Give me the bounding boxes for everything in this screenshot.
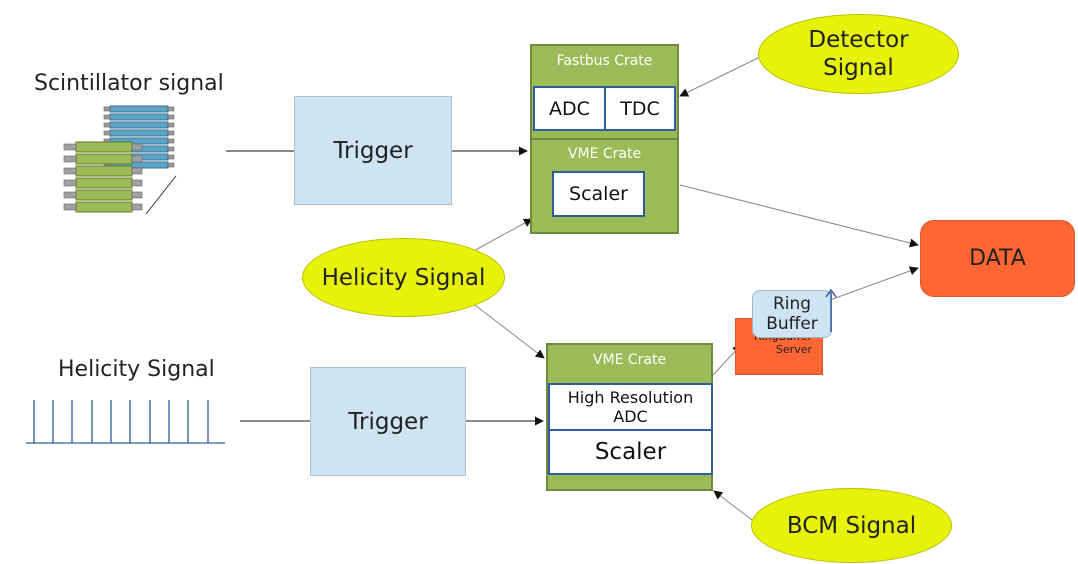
scintillator-paddles-image bbox=[63, 105, 177, 215]
vme-crate-bottom: VME Crate High Resolution ADC Scaler bbox=[546, 343, 713, 491]
vme-crate-bottom-title: VME Crate bbox=[592, 352, 667, 368]
arrow-vme-top-data bbox=[679, 184, 919, 248]
vme-crate-top-title: VME Crate bbox=[567, 146, 642, 162]
fastbus-crate: Fastbus Crate ADC TDC bbox=[530, 44, 679, 140]
scaler-cell-top: Scaler bbox=[552, 171, 645, 217]
helicity-waveform bbox=[26, 400, 225, 444]
ringbuf-line-2: Buffer bbox=[766, 314, 818, 334]
detector-line-1: Detector bbox=[808, 27, 909, 53]
bcm-signal-ellipse: BCM Signal bbox=[751, 488, 952, 563]
helicity-signal-ellipse: Helicity Signal bbox=[302, 238, 505, 317]
trigger-box-top: Trigger bbox=[294, 96, 452, 205]
ring-buffer-up-arrow-icon bbox=[825, 288, 837, 332]
rbserver-line-2: Server bbox=[775, 343, 812, 356]
ring-buffer-box: Ring Buffer bbox=[752, 290, 832, 338]
fastbus-crate-title: Fastbus Crate bbox=[556, 53, 653, 69]
detector-line-2: Signal bbox=[823, 55, 894, 81]
arrow-detector-tdc bbox=[679, 56, 761, 97]
arrow-bcm-vme-bottom bbox=[713, 490, 753, 521]
scintillator-signal-label: Scintillator signal bbox=[34, 71, 224, 96]
adc-line-1: High Resolution bbox=[567, 388, 694, 407]
arrow-helicity-vme-top bbox=[469, 218, 533, 254]
high-resolution-adc-cell: High Resolution ADC bbox=[548, 383, 713, 431]
adc-cell: ADC bbox=[533, 86, 606, 131]
ringbuf-line-1: Ring bbox=[772, 294, 812, 314]
scaler-cell-bottom: Scaler bbox=[548, 429, 713, 475]
arrow-helicity-vme-bottom bbox=[474, 304, 545, 359]
adc-line-2: ADC bbox=[613, 407, 648, 426]
arrow-ringbuffer-data bbox=[829, 266, 919, 301]
vme-crate-top: VME Crate Scaler bbox=[530, 138, 679, 234]
tdc-cell: TDC bbox=[604, 86, 676, 131]
trigger-box-bottom: Trigger bbox=[310, 367, 466, 476]
helicity-signal-label: Helicity Signal bbox=[58, 357, 215, 382]
data-box: DATA bbox=[920, 220, 1075, 297]
detector-signal-ellipse: Detector Signal bbox=[758, 14, 959, 94]
